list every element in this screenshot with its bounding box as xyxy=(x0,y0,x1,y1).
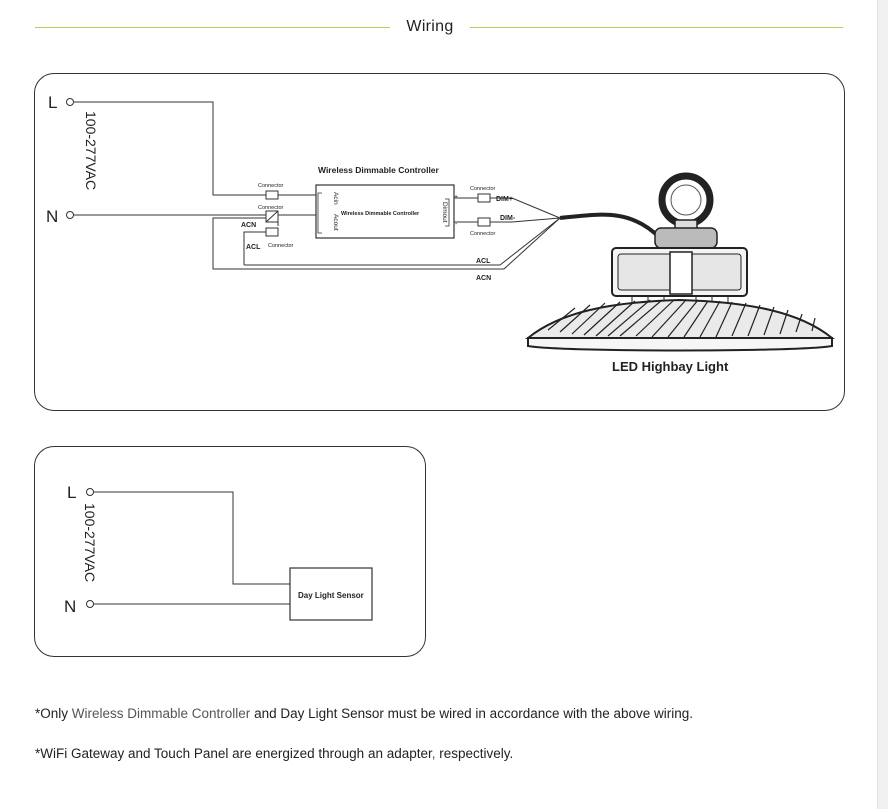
scrollbar[interactable] xyxy=(877,0,888,809)
connector-label: Connector xyxy=(470,186,496,192)
controller-title: Wireless Dimmable Controller xyxy=(318,165,440,175)
note-wiring: *Only Wireless Dimmable Controller and D… xyxy=(35,706,694,721)
sensor-label: Day Light Sensor xyxy=(298,591,364,600)
terminal-n-label: N xyxy=(64,597,76,616)
connector-label: Connector xyxy=(258,205,284,211)
plus-label: + xyxy=(454,194,458,201)
minus-label: - xyxy=(455,221,458,228)
connector-box xyxy=(265,190,279,200)
acout-label: Acout xyxy=(332,214,339,231)
acl-label: ACL xyxy=(246,244,261,251)
wire-l xyxy=(74,101,266,196)
led-highbay-light xyxy=(525,172,835,352)
header-rule-left xyxy=(35,27,390,28)
terminal-n-label: N xyxy=(46,207,58,226)
wire-acn xyxy=(212,217,504,270)
controller-inner-label: Wireless Dimmable Controller xyxy=(341,211,420,217)
voltage-label: 100-277VAC xyxy=(82,503,98,582)
terminal-l-label: L xyxy=(48,93,57,112)
connector-label: Connector xyxy=(258,183,284,189)
wire-l xyxy=(90,491,290,585)
header-rule-right xyxy=(470,27,843,28)
light-label: LED Highbay Light xyxy=(612,359,729,374)
note-adapter: *WiFi Gateway and Touch Panel are energi… xyxy=(35,746,514,761)
wire-acl-down xyxy=(243,231,270,265)
connector-box xyxy=(477,217,491,227)
sensor-box xyxy=(289,567,373,621)
connector-box xyxy=(265,227,279,237)
controller-box xyxy=(315,184,455,239)
voltage-label: 100-277VAC xyxy=(83,111,99,190)
terminal-l-label: L xyxy=(67,483,76,502)
section-header: Wiring xyxy=(35,14,843,42)
dim-minus-label: DIM- xyxy=(500,215,516,222)
dimout-label: Dimout xyxy=(441,202,448,223)
acn-label: ACN xyxy=(241,222,256,229)
dim-plus-label: DIM+ xyxy=(496,196,513,203)
connector-label: Connector xyxy=(470,231,496,237)
acl-label: ACL xyxy=(476,258,491,265)
section-title: Wiring xyxy=(406,18,454,35)
connector-box xyxy=(477,193,491,203)
connector-label: Connector xyxy=(268,243,294,249)
acin-label: Acin xyxy=(332,192,339,205)
acn-label: ACN xyxy=(476,275,491,282)
wiring-panel-sensor xyxy=(34,446,426,657)
